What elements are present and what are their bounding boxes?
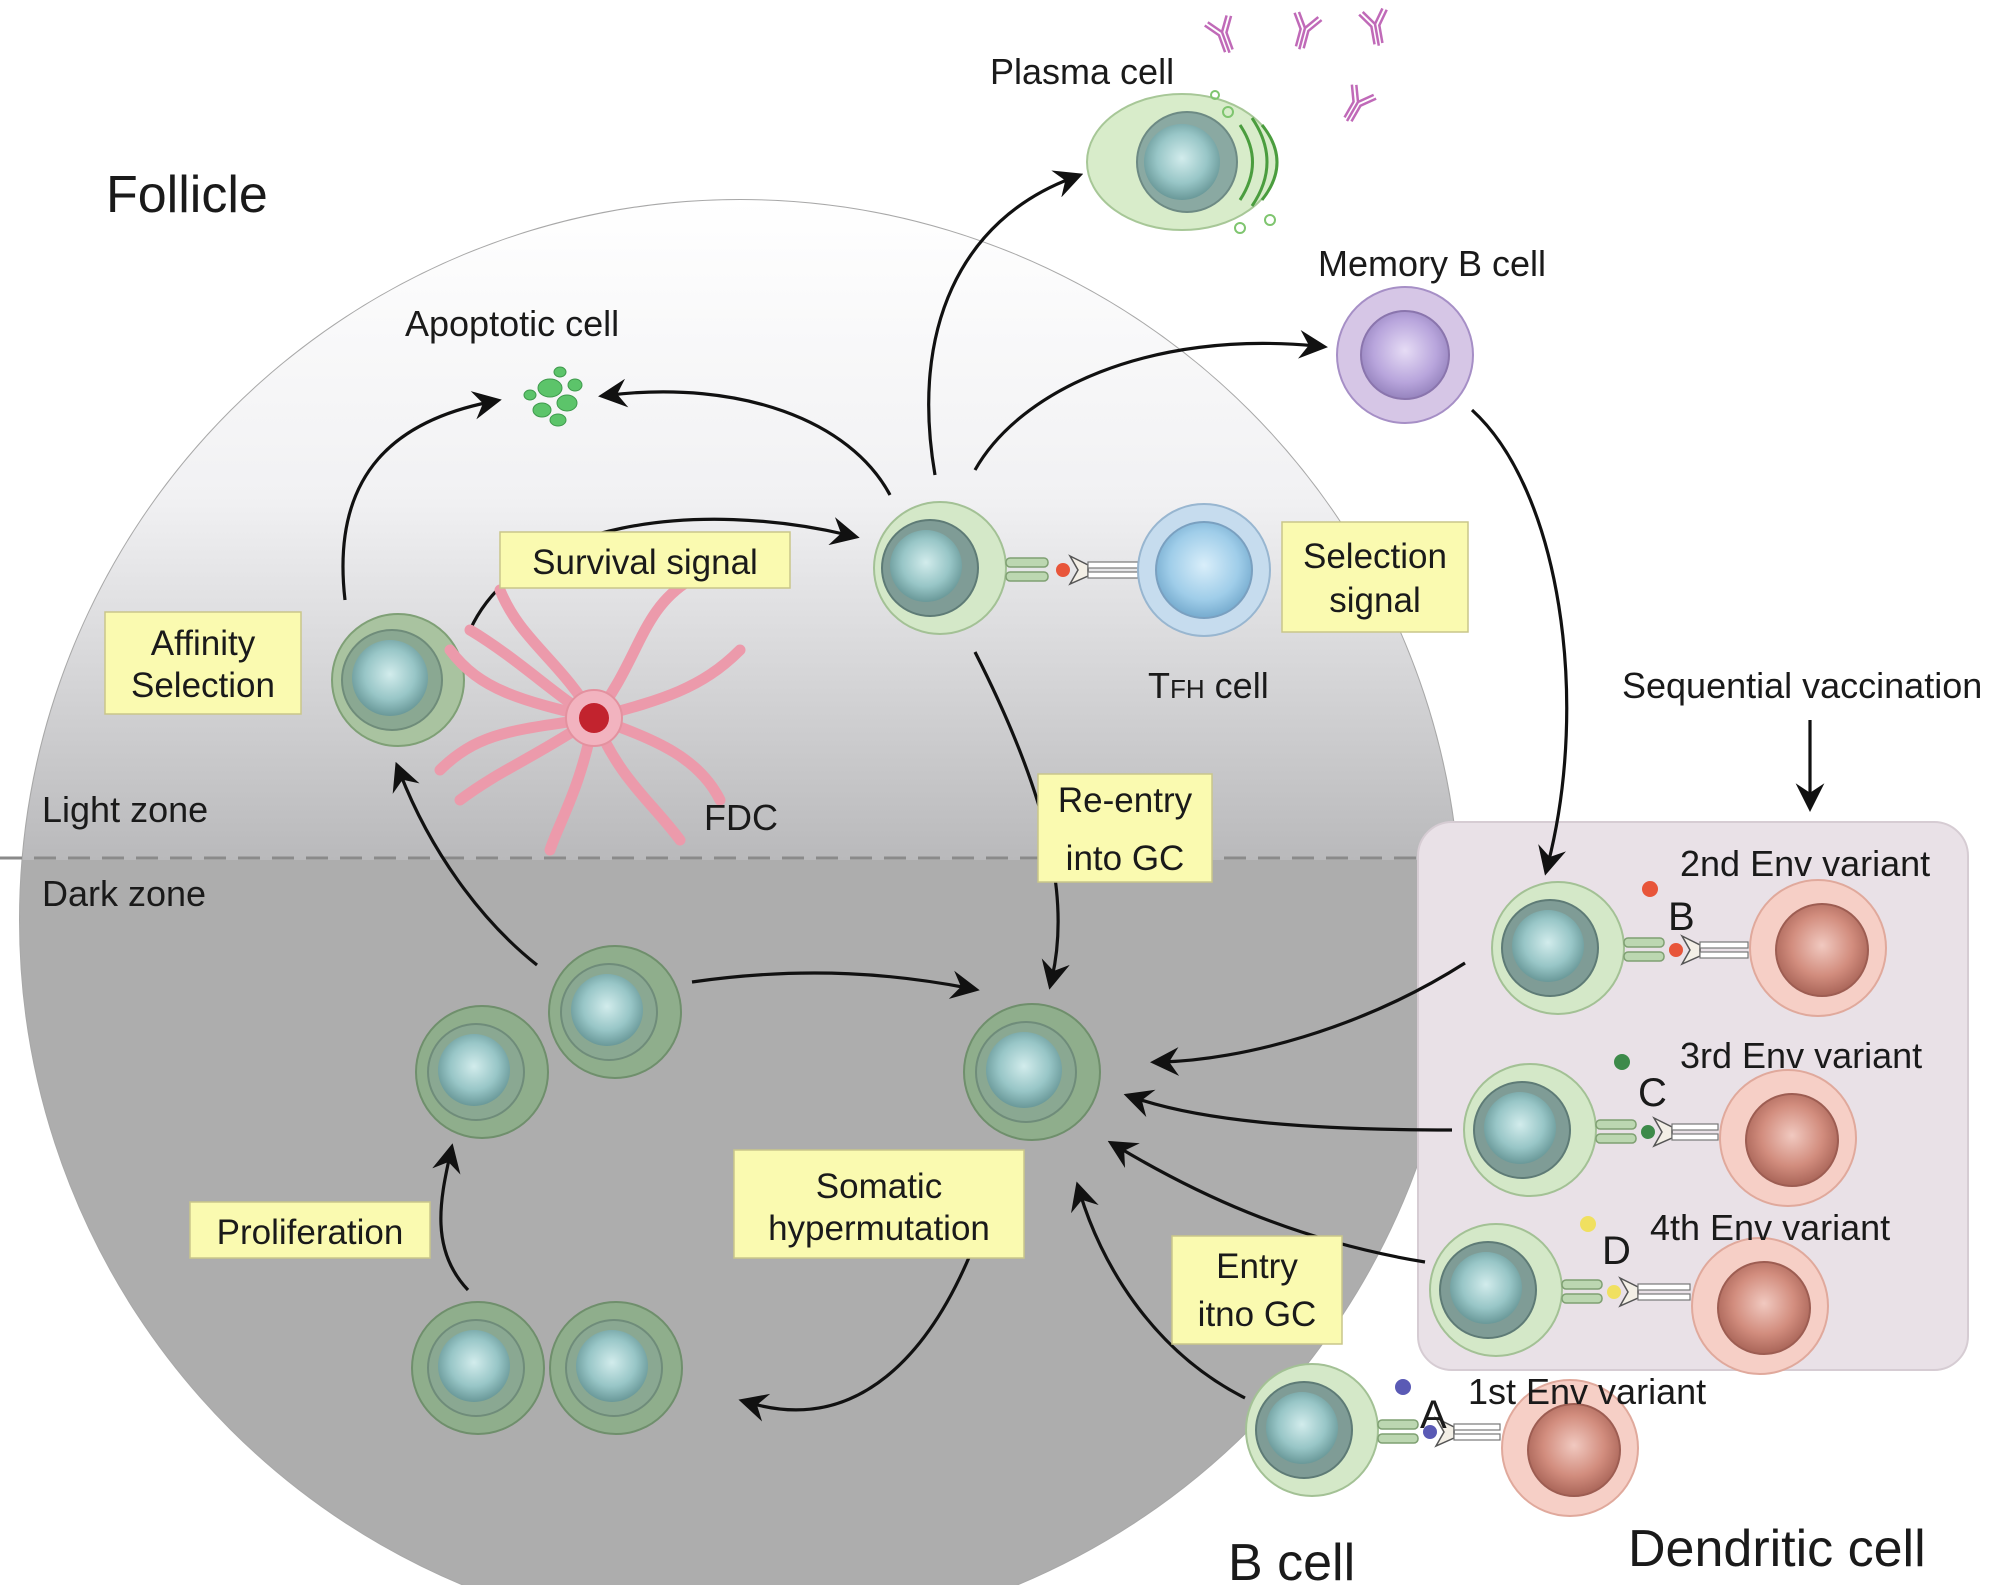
variant-b-cell xyxy=(1245,1363,1379,1497)
arrow-variant-d-to-gc xyxy=(1107,1140,1426,1264)
variant-b-cell xyxy=(1491,881,1625,1015)
b-cell-label: B cell xyxy=(1228,1534,1355,1585)
plasma-cell-label: Plasma cell xyxy=(990,51,1174,92)
antibody-icon xyxy=(1343,84,1377,122)
variant-dendritic-cell xyxy=(1719,1069,1857,1207)
arrow-selected-to-apoptotic xyxy=(598,378,892,496)
svg-text:hypermutation: hypermutation xyxy=(768,1209,990,1248)
light-zone-label: Light zone xyxy=(42,789,208,830)
tfh-cell xyxy=(1137,503,1271,637)
antibody-icon xyxy=(1204,15,1234,54)
variant-antigen-bound xyxy=(1669,943,1683,957)
dividing-b-cell-right xyxy=(549,1301,683,1435)
dark-zone-label: Dark zone xyxy=(42,873,206,914)
variant-letter: A xyxy=(1420,1393,1447,1437)
survival-signal-box: Survival signal xyxy=(499,531,791,589)
follicle-label: Follicle xyxy=(106,166,268,224)
arrow-to-memory-cell xyxy=(973,330,1328,471)
variant-antigen-bound xyxy=(1641,1125,1655,1139)
svg-text:into GC: into GC xyxy=(1066,839,1185,878)
memory-b-cell xyxy=(1336,286,1474,424)
svg-text:Proliferation: Proliferation xyxy=(217,1213,404,1252)
variant-letter: D xyxy=(1602,1229,1631,1273)
dividing-b-cell-left xyxy=(411,1301,545,1435)
variant-label: 1st Env variant xyxy=(1468,1371,1706,1412)
memory-cell-label: Memory B cell xyxy=(1318,243,1546,284)
arrow-proliferation-up xyxy=(432,1143,470,1292)
arrow-to-plasma-cell xyxy=(927,170,1084,476)
variant-antigen-free xyxy=(1614,1054,1630,1070)
selected-b-cell xyxy=(873,501,1007,635)
arrow-affinity-to-apoptotic xyxy=(341,391,502,601)
darkzone-b-cell-left xyxy=(415,1005,549,1139)
arrow-darkzone-to-lightzone xyxy=(392,761,538,967)
affinity-b-cell xyxy=(331,613,465,747)
variant-pair-d: D 4th Env variant xyxy=(1429,1207,1890,1375)
arrow-bcell-to-gc xyxy=(1071,1181,1246,1400)
antibody-icon xyxy=(1358,7,1388,46)
reentry-box: Re-entry into GC xyxy=(1037,773,1213,883)
variant-synapse xyxy=(1595,1116,1719,1148)
light-zone-area xyxy=(20,200,1460,860)
selection-signal-box: Selection signal xyxy=(1281,521,1469,633)
dendritic-cell-label: Dendritic cell xyxy=(1628,1520,1926,1578)
variant-synapse xyxy=(1561,1276,1691,1308)
apoptotic-cell-label: Apoptotic cell xyxy=(405,303,619,344)
arrow-prolif-to-gc xyxy=(691,970,980,999)
darkzone-b-cell-top xyxy=(548,945,682,1079)
entry-gc-box: Entry itno GC xyxy=(1171,1235,1343,1345)
gc-b-cell xyxy=(963,1003,1101,1141)
variant-antigen-free xyxy=(1580,1216,1596,1232)
variant-label: 3rd Env variant xyxy=(1680,1035,1922,1076)
arrow-hypermutation xyxy=(738,1254,972,1422)
antibody-icon xyxy=(1293,11,1323,50)
variant-label: 4th Env variant xyxy=(1650,1207,1890,1248)
variant-antigen-bound xyxy=(1607,1285,1621,1299)
variant-pair-c: C 3rd Env variant xyxy=(1463,1035,1922,1207)
svg-text:signal: signal xyxy=(1329,581,1420,620)
variant-synapse xyxy=(1377,1416,1501,1448)
variant-letter: B xyxy=(1668,895,1695,939)
fdc-label: FDC xyxy=(704,797,778,838)
arrow-variant-c-to-gc xyxy=(1123,1089,1453,1132)
variant-pair-a: A 1st Env variant xyxy=(1245,1363,1706,1517)
svg-text:Entry: Entry xyxy=(1216,1247,1298,1286)
tfh-cell-label: TFH cell xyxy=(1148,665,1269,706)
svg-text:itno GC: itno GC xyxy=(1198,1295,1317,1334)
somatic-hypermutation-box: Somatic hypermutation xyxy=(733,1149,1025,1259)
variant-dendritic-cell xyxy=(1749,879,1887,1017)
plasma-cell xyxy=(1086,90,1279,234)
arrow-variant-b-to-gc xyxy=(1150,961,1466,1076)
affinity-selection-box: Affinity Selection xyxy=(104,611,302,715)
svg-text:Selection: Selection xyxy=(1303,537,1447,576)
antibodies xyxy=(1204,7,1388,122)
variant-label: 2nd Env variant xyxy=(1680,843,1930,884)
variant-antigen-free xyxy=(1642,881,1658,897)
fdc-nucleus xyxy=(579,703,609,733)
arrow-memory-to-variant-b xyxy=(1470,408,1569,876)
svg-text:Affinity: Affinity xyxy=(151,624,256,663)
variant-dendritic-cell xyxy=(1501,1379,1639,1517)
variant-antigen-bound xyxy=(1423,1425,1437,1439)
svg-text:Selection: Selection xyxy=(131,666,275,705)
variant-b-cell xyxy=(1463,1063,1597,1197)
variant-antigen-free xyxy=(1395,1379,1411,1395)
variant-synapse xyxy=(1623,934,1749,966)
apoptotic-cell xyxy=(523,366,583,427)
svg-text:Somatic: Somatic xyxy=(816,1167,942,1206)
sequential-vaccination-label: Sequential vaccination xyxy=(1622,665,1982,706)
variant-dendritic-cell xyxy=(1691,1237,1829,1375)
variant-letter: C xyxy=(1638,1071,1667,1115)
variant-pair-b: B 2nd Env variant xyxy=(1491,843,1930,1017)
proliferation-box: Proliferation xyxy=(189,1201,431,1259)
variant-b-cell xyxy=(1429,1223,1563,1357)
svg-text:Survival signal: Survival signal xyxy=(532,543,758,582)
svg-text:Re-entry: Re-entry xyxy=(1058,781,1193,820)
